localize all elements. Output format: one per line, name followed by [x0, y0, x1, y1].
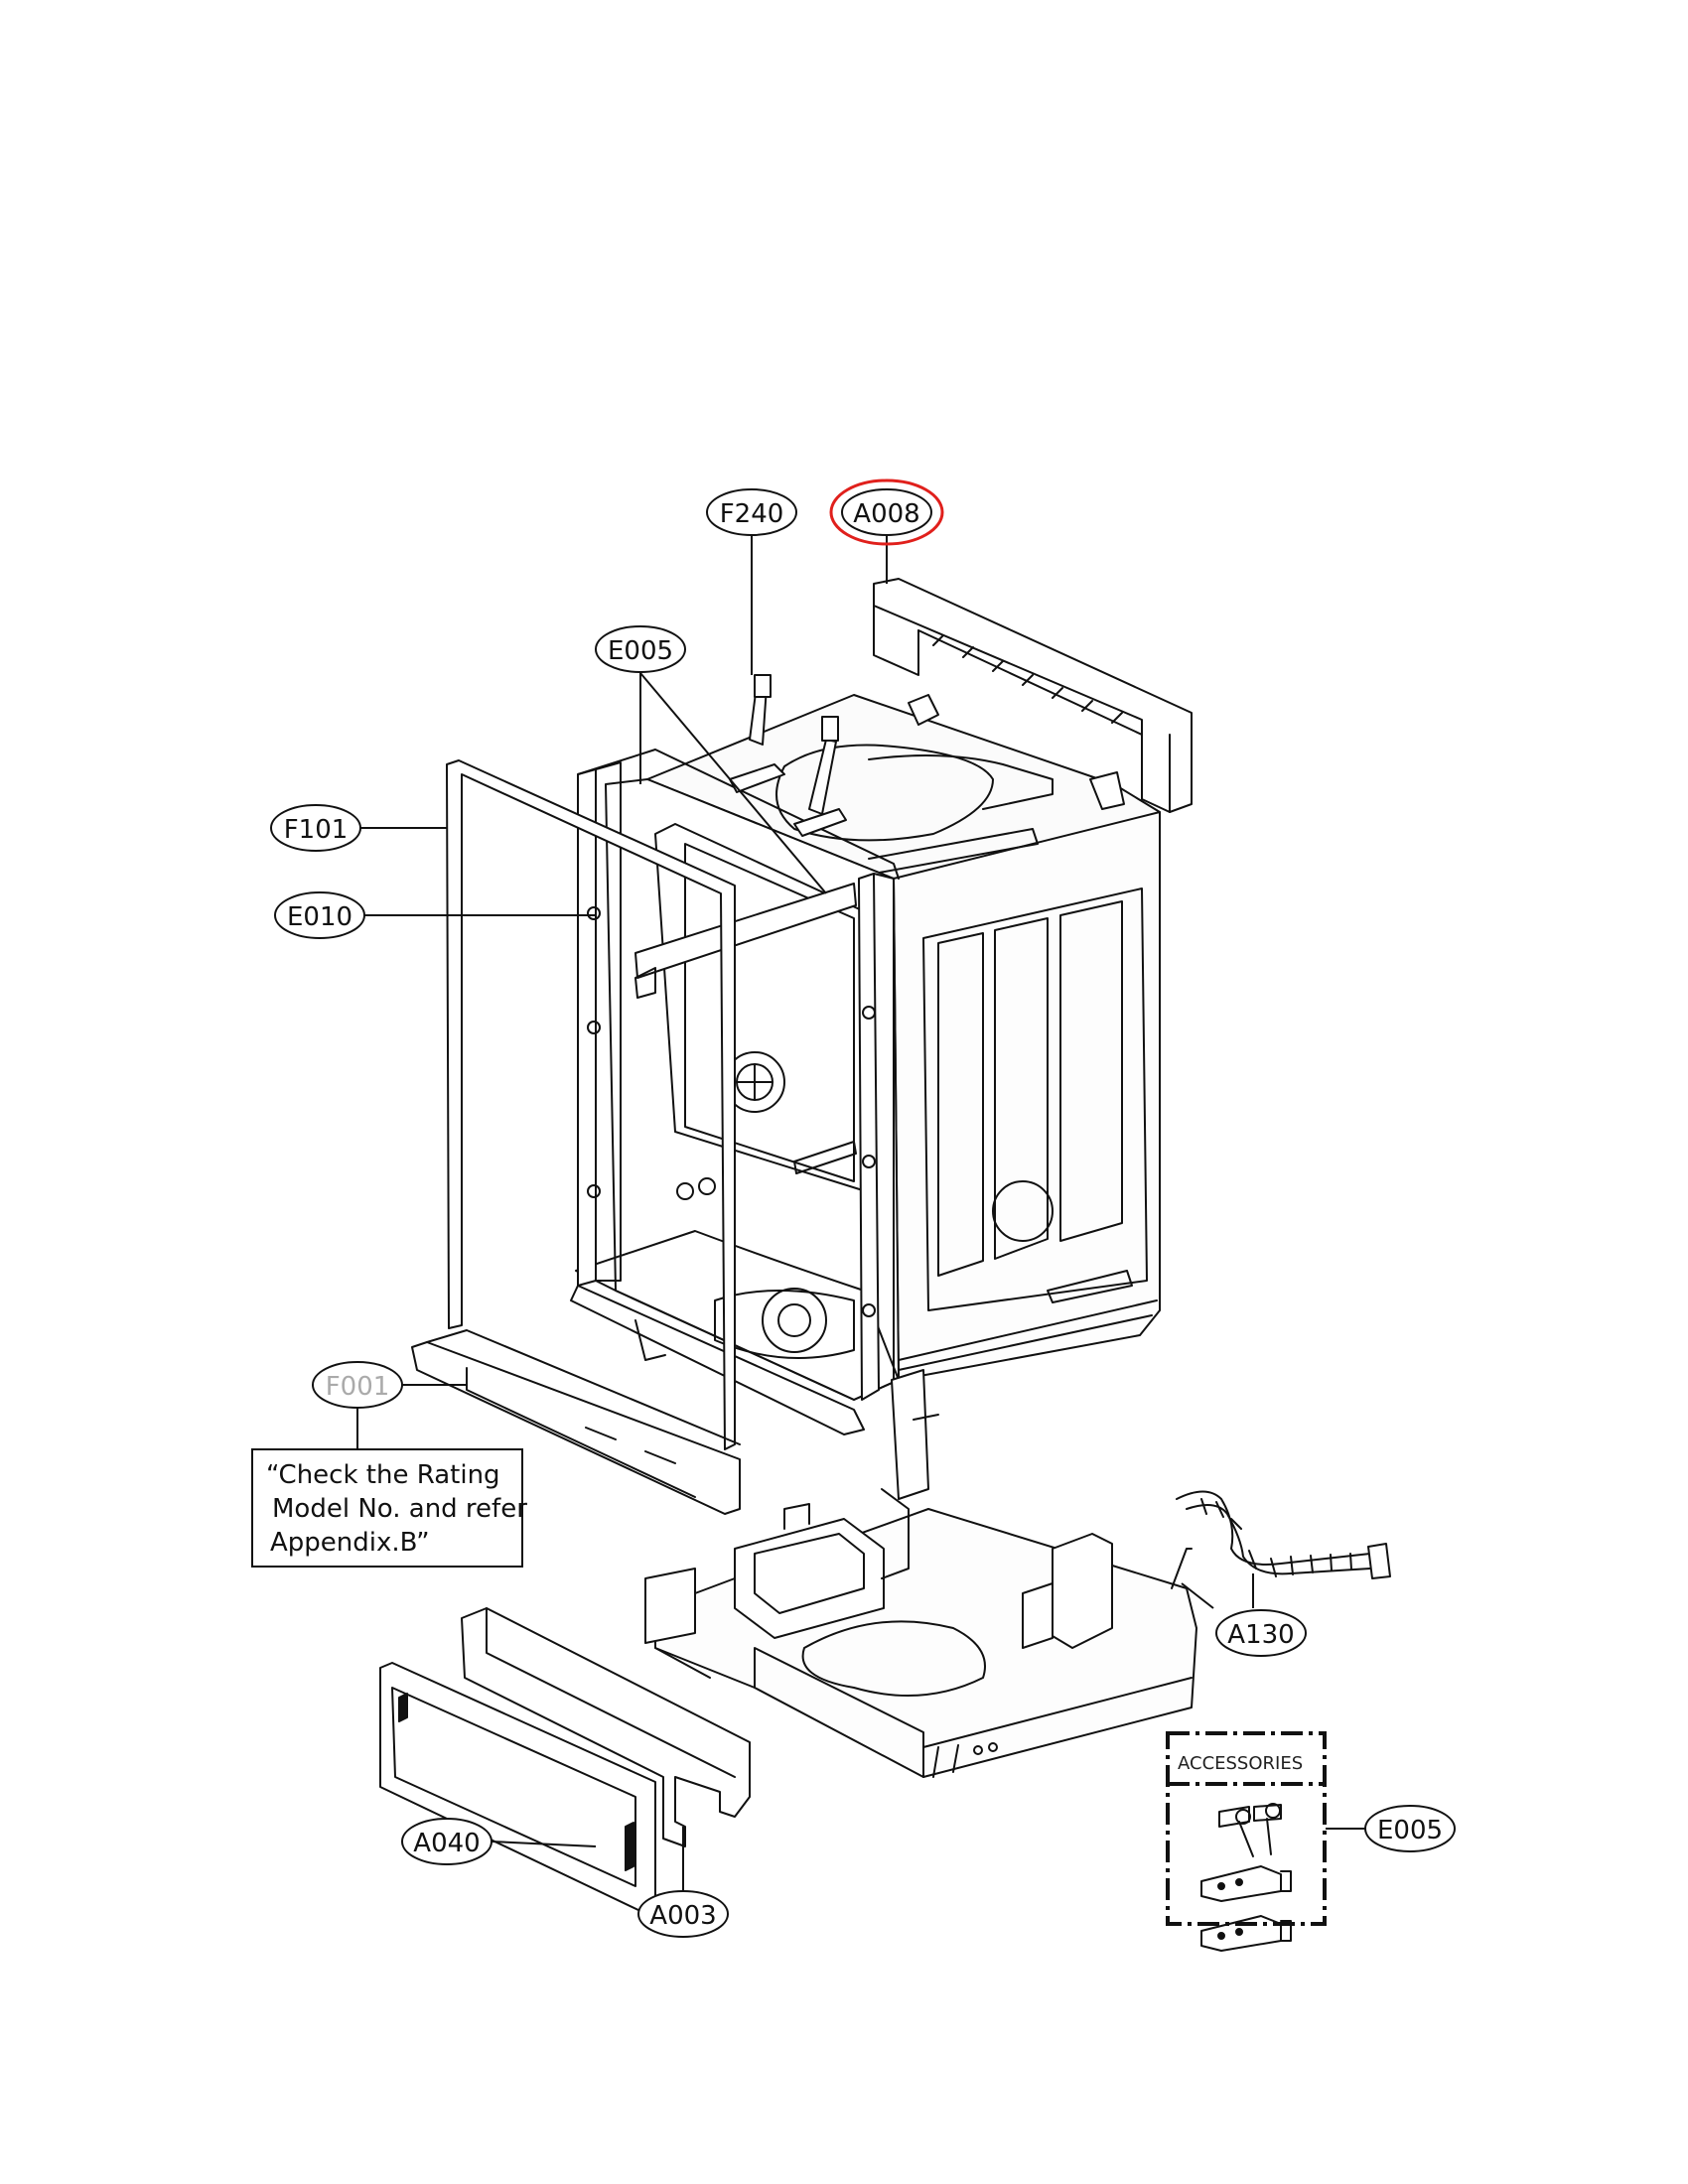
- note-line-1: “Check the Rating: [266, 1460, 500, 1490]
- callout-e005-top: E005: [595, 625, 686, 673]
- callout-e010: E010: [274, 891, 365, 939]
- callout-a003: A003: [637, 1890, 729, 1938]
- toe-panel-bracket: [461, 1607, 751, 1847]
- accessories-label: ACCESSORIES: [1178, 1753, 1303, 1774]
- door-gasket: [446, 759, 736, 1450]
- callout-a040-label: A040: [413, 1829, 480, 1858]
- callout-f240-label: F240: [720, 499, 784, 529]
- callout-a130-label: A130: [1227, 1620, 1294, 1650]
- callout-f001-label: F001: [326, 1372, 390, 1402]
- accessory-brackets-icon: [1200, 1865, 1292, 1952]
- rating-note: “Check the Rating Model No. and refer Ap…: [251, 1448, 527, 1568]
- callout-a008: A008: [829, 478, 944, 546]
- callout-a130: A130: [1215, 1609, 1307, 1657]
- highlight-circle: [829, 478, 944, 546]
- tub-body: [646, 694, 1161, 1381]
- inlet-hoses: [729, 674, 847, 837]
- drain-hose: [1176, 1490, 1391, 1579]
- note-line-3: Appendix.B”: [270, 1528, 430, 1558]
- callout-f240: F240: [706, 488, 797, 536]
- callout-a040: A040: [401, 1818, 492, 1865]
- front-frame: [570, 749, 900, 1435]
- callout-a003-label: A003: [649, 1901, 716, 1931]
- kick-plate: [411, 1329, 741, 1515]
- callout-f001: F001: [312, 1361, 403, 1409]
- callout-f101-label: F101: [284, 815, 349, 845]
- tub-interior: [575, 778, 900, 1401]
- callout-e005-top-label: E005: [608, 636, 673, 666]
- note-line-2: Model No. and refer: [272, 1494, 527, 1524]
- callout-f101: F101: [270, 804, 361, 852]
- accessories-box: ACCESSORIES: [1166, 1731, 1327, 1926]
- top-bracket: [873, 578, 1193, 813]
- callout-a008-label: A008: [853, 499, 919, 529]
- callout-e005-accessories-label: E005: [1377, 1816, 1443, 1845]
- accessory-screws-icon: [1218, 1803, 1282, 1857]
- base-frame: [644, 1369, 1197, 1778]
- callout-e010-label: E010: [287, 902, 352, 932]
- callout-e005-accessories: E005: [1364, 1805, 1456, 1852]
